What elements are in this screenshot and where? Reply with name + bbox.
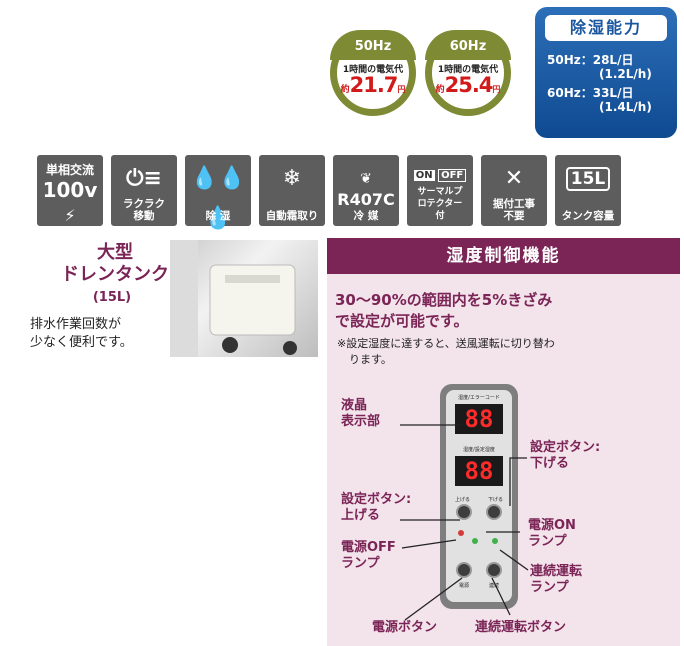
feature-no-installation: ✕ 据付工事不要: [481, 155, 547, 226]
display-top-label: 湿度/エラーコード: [458, 395, 500, 401]
drain-tank-description: 排水作業回数が 少なく便利です。: [30, 317, 133, 350]
cost-badge-60hz: 60Hz 1時間の電気代 約25.4円: [425, 30, 511, 116]
feature-refrigerant: ❦ R407C 冷 媒: [333, 155, 399, 226]
power-move-icon: ⏻≡: [126, 166, 162, 191]
capacity-60hz: 60Hz：33L/日: [547, 86, 634, 100]
on-off-switch-icon: ON OFF: [407, 169, 473, 209]
control-panel-device: 湿度/エラーコード 88 湿度/設定湿度 88 上げる 下げる 電源 連続: [440, 384, 518, 609]
feature-single-phase: 単相交流 100v ⚡: [37, 155, 103, 226]
capacity-50hz-hourly: (1.2L/h): [599, 67, 652, 81]
continuous-button-label: 連続: [489, 583, 500, 589]
water-drops-icon: 💧💧💧: [190, 166, 246, 231]
capacity-50hz: 50Hz：28L/日: [547, 53, 634, 67]
feature-dehumidify: 💧💧💧 除 湿: [185, 155, 251, 231]
power-off-lamp: [458, 530, 464, 536]
drain-tank-title: 大型 ドレンタンク: [61, 242, 169, 285]
power-on-lamp: [472, 538, 478, 544]
drain-tank-capacity: (15L): [92, 290, 132, 305]
cost-value: 約25.4円: [435, 73, 501, 97]
cost-badge-50hz: 50Hz 1時間の電気代 約21.7円: [330, 30, 416, 116]
continuous-button[interactable]: [486, 562, 502, 578]
callout-power-button: 電源ボタン: [372, 620, 438, 635]
callout-set-up: 設定ボタン: 上げる: [341, 492, 412, 523]
humidity-heading: 湿度制御機能: [327, 238, 680, 274]
tank-illustration: [170, 240, 297, 357]
wrench-cross-icon: ✕: [504, 166, 524, 191]
tank-15l-icon: 15L: [555, 159, 621, 199]
frequency-label: 50Hz: [330, 30, 416, 60]
lcd-display-top: 88: [455, 404, 503, 434]
up-button-label: 上げる: [455, 497, 471, 503]
callout-power-on-lamp: 電源ON ランプ: [528, 518, 576, 549]
callout-continuous-button: 連続運転ボタン: [475, 620, 567, 635]
frequency-label: 60Hz: [425, 30, 511, 60]
down-button-label: 下げる: [488, 497, 504, 503]
feature-thermal-protector: ON OFF サーマルプロテクター付: [407, 155, 473, 226]
single-phase-100v-icon: 単相交流 100v: [42, 163, 98, 202]
callout-continuous-lamp: 連続運転 ランプ: [530, 564, 583, 595]
dehumidify-capacity-box: 除湿能力 50Hz：28L/日 (1.2L/h) 60Hz：33L/日 (1.4…: [535, 7, 677, 138]
callout-set-down: 設定ボタン: 下げる: [530, 440, 601, 471]
drain-tank-photo: [170, 240, 318, 357]
snowflake-defrost-icon: ❄: [282, 166, 302, 191]
capacity-title: 除湿能力: [545, 15, 667, 41]
feature-easy-move: ⏻≡ ラクラク移動: [111, 155, 177, 226]
cost-value: 約21.7円: [340, 73, 406, 97]
power-button-label: 電源: [459, 583, 470, 589]
humidity-lead: 30～90%の範囲内を5%きざみ で設定が可能です。: [335, 291, 553, 330]
humidity-note: ※設定湿度に達すると、送風運転に切り替わ ります。: [337, 337, 555, 366]
feature-defrost: ❄ 自動霜取り: [259, 155, 325, 226]
callout-power-off-lamp: 電源OFF ランプ: [341, 540, 396, 571]
capacity-60hz-hourly: (1.4L/h): [599, 100, 652, 114]
cost-label: 1時間の電気代: [342, 65, 404, 75]
leaf-icon: ❦: [360, 171, 372, 187]
set-up-button[interactable]: [456, 504, 472, 520]
callout-lcd: 液晶 表示部: [341, 398, 381, 429]
lcd-display-mid: 88: [455, 456, 503, 486]
continuous-lamp: [492, 538, 498, 544]
feature-tank-capacity: 15L タンク容量: [555, 155, 621, 226]
display-mid-label: 湿度/設定湿度: [463, 447, 495, 453]
set-down-button[interactable]: [486, 504, 502, 520]
cost-label: 1時間の電気代: [437, 65, 499, 75]
power-button[interactable]: [456, 562, 472, 578]
